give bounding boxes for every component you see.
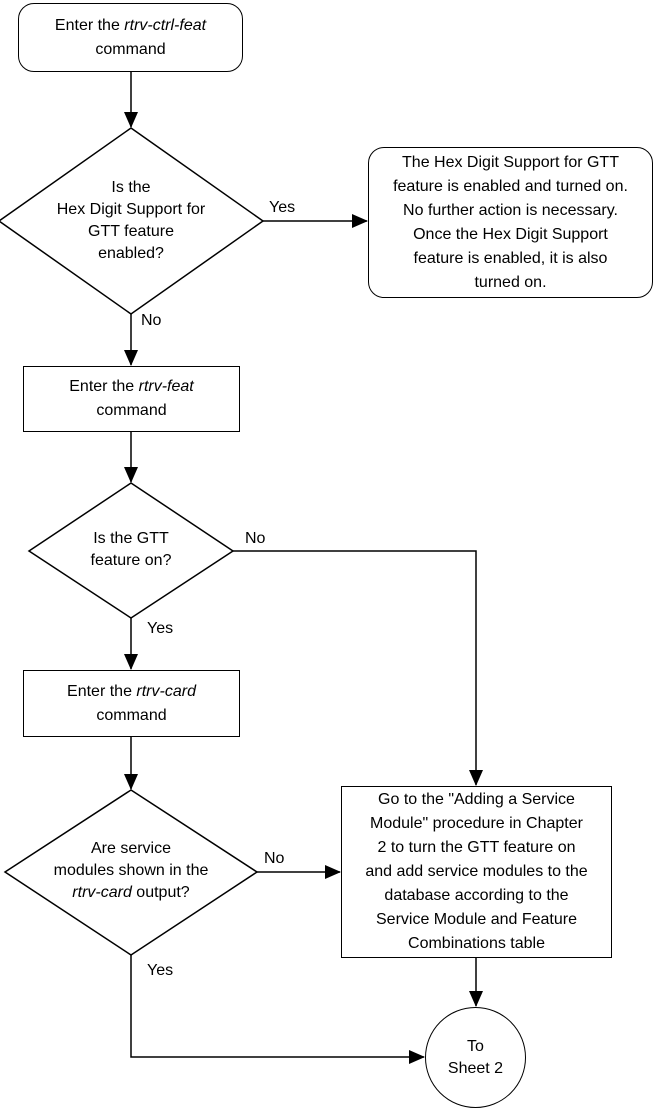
sheet2-line1: To <box>467 1037 484 1055</box>
label-modules-no: No <box>264 850 285 867</box>
node-goto-procedure: Go to the "Adding a Service Module" proc… <box>341 786 612 958</box>
label-hex-yes: Yes <box>269 199 296 216</box>
node-result-hex: The Hex Digit Support for GTT feature is… <box>368 147 653 298</box>
label-hex-no: No <box>141 312 162 329</box>
command-rtrv-ctrl-feat: rtrv-ctrl-feat <box>124 16 207 34</box>
sheet2-line2: Sheet 2 <box>447 1059 504 1077</box>
node-rtrv-card: Enter the rtrv-card command <box>23 670 240 737</box>
node-rtrv-feat-line1: Enter the rtrv-feat <box>69 378 194 395</box>
node-rtrv-feat-line2: command <box>96 402 167 419</box>
decision-hex-text: Is the Hex Digit Support for GTT feature… <box>56 179 206 262</box>
node-start-line1: Enter the rtrv-ctrl-feat <box>54 16 207 34</box>
label-modules-yes: Yes <box>147 962 174 979</box>
label-gtt-no: No <box>245 530 266 547</box>
command-rtrv-card: rtrv-card <box>136 682 196 700</box>
node-rtrv-card-line2: command <box>96 706 167 724</box>
connector-gtt-no <box>233 550 483 786</box>
label-gtt-yes: Yes <box>147 620 174 637</box>
command-rtrv-card-inline: rtrv-card <box>72 884 132 901</box>
node-start: Enter the rtrv-ctrl-feat command <box>18 3 243 72</box>
decision-gtt-text: Is the GTT feature on? <box>90 530 172 569</box>
node-to-sheet-2: To Sheet 2 <box>425 1007 526 1108</box>
decision-modules-text: Are service modules shown in the rtrv-ca… <box>53 840 209 901</box>
connector-modules-yes <box>130 955 425 1064</box>
command-rtrv-feat: rtrv-feat <box>138 378 194 395</box>
node-rtrv-feat: Enter the rtrv-feat command <box>23 366 240 432</box>
node-start-line2: command <box>95 40 166 58</box>
node-rtrv-card-line1: Enter the rtrv-card <box>67 682 196 700</box>
